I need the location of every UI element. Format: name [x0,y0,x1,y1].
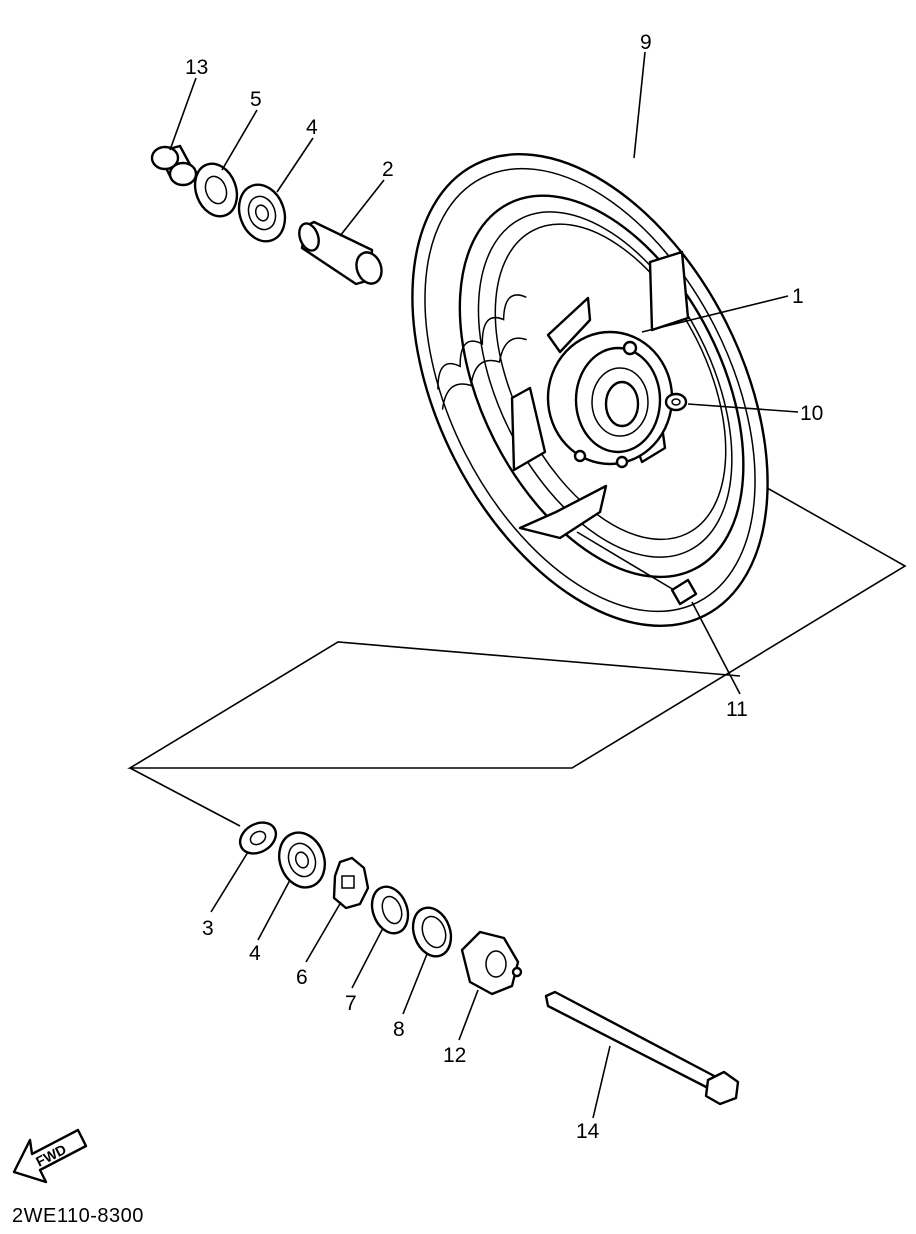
bearing-lower [278,831,326,889]
seal-ring [411,906,453,958]
callout-numbers: 13 5 4 2 9 1 10 11 3 4 6 7 8 12 14 [185,31,823,1143]
axle [544,990,740,1106]
lock-washer [332,856,370,910]
oil-seal [193,162,239,218]
diagram-code: 2WE110-8300 [12,1205,144,1227]
callout-12: 12 [443,1044,466,1067]
assembly-line-upper [127,449,907,769]
callout-5: 5 [250,88,262,111]
assembly-line-left [129,767,241,827]
callout-13: 13 [185,56,208,79]
washer [238,821,278,855]
spacer [298,220,383,286]
callout-8: 8 [393,1018,405,1041]
bearing-upper [237,183,287,243]
balance-weight [670,578,698,606]
callout-7: 7 [345,992,357,1015]
wheel-hub [546,330,674,469]
collar [150,144,198,187]
valve [664,392,688,412]
forward-arrow-icon: FWD [12,1128,88,1184]
callout-14: 14 [576,1120,600,1143]
callout-1: 1 [792,285,804,308]
leader-lines [169,51,799,1119]
callout-3: 3 [202,917,214,940]
oil-seal-lower [370,885,410,935]
callout-9: 9 [640,31,652,54]
callout-4-upper: 4 [306,116,318,139]
callout-6: 6 [296,966,308,989]
callout-2: 2 [382,158,394,181]
gear-unit [460,930,523,996]
callout-10: 10 [800,402,823,425]
callout-11: 11 [726,698,748,721]
assembly-lines [127,449,907,827]
callout-4-lower: 4 [249,942,261,965]
